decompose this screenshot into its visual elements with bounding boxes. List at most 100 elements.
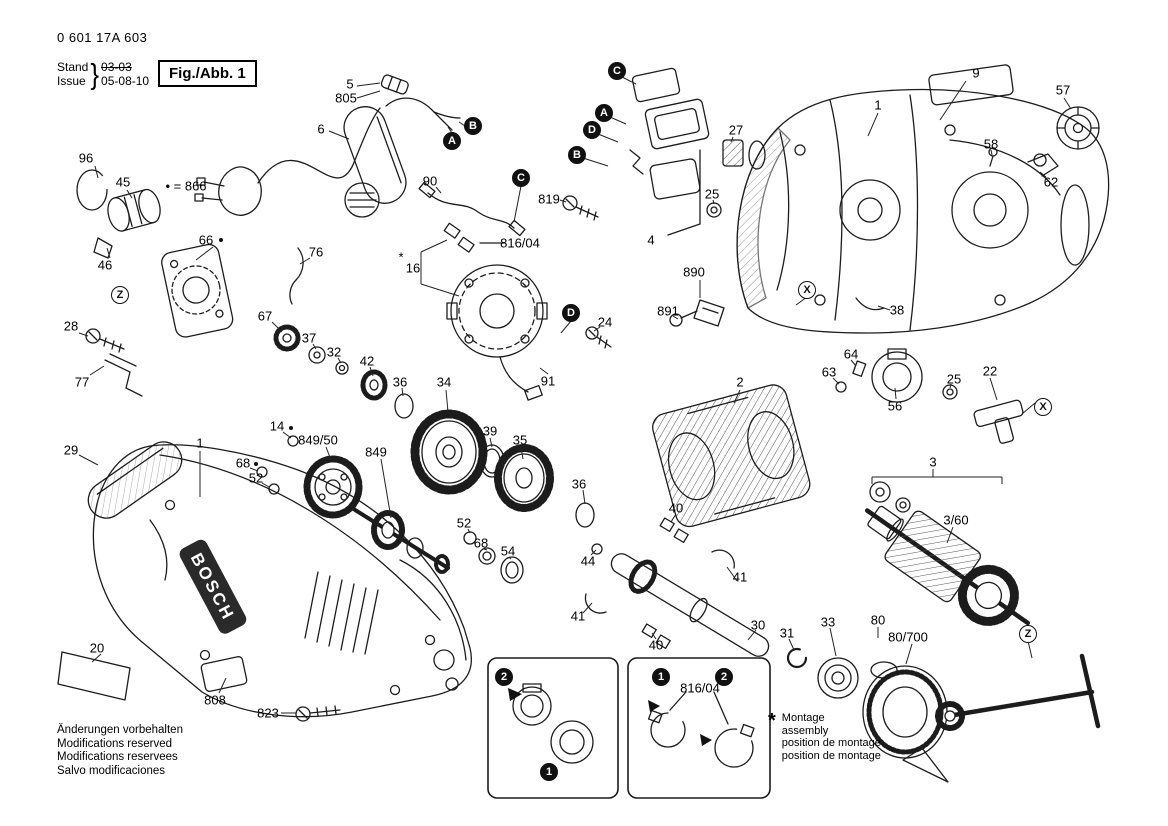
part-label-5: 5 [346, 76, 354, 92]
part-label-20: 20 [89, 640, 105, 656]
power-plug [194, 166, 262, 216]
part-label-891: 891 [657, 303, 679, 319]
callout-c: C [608, 62, 626, 80]
part-label-823: 823 [257, 705, 279, 721]
connecting-wire [418, 181, 526, 237]
part-label-64: 64 [843, 346, 859, 362]
callout-2: 2 [715, 668, 733, 686]
part-label-1: 1 [874, 97, 882, 113]
part-label-63: 63 [821, 364, 837, 380]
callout-c: C [512, 169, 530, 187]
part-label-2: 2 [736, 374, 744, 390]
revision-line-de: Änderungen vorbehalten [57, 724, 183, 736]
revision-line-es: Salvo modificaciones [57, 764, 166, 777]
chuck-key [935, 653, 1101, 731]
part-label-27: 27 [728, 122, 744, 138]
callout-d: D [583, 121, 601, 139]
part-label-68: 68 [473, 535, 489, 551]
brush-64 [852, 360, 867, 377]
part-label-41: 41 [570, 608, 586, 624]
auxiliary-handle-29 [87, 441, 183, 519]
legend-line-fr1: position de montage [781, 737, 881, 749]
legend-line-en: assembly [781, 724, 829, 737]
bracket-77 [104, 353, 143, 397]
part-label-28: 28 [63, 318, 79, 334]
part-label-38: 38 [889, 302, 905, 318]
ferrite-sleeve [380, 74, 409, 95]
part-label-3: 3 [929, 454, 937, 470]
part-label-9: 9 [972, 65, 980, 81]
part-label-22: 22 [982, 363, 998, 379]
leader-lines [78, 76, 1072, 714]
depth-wheel [1056, 106, 1100, 150]
shell-41-upper [711, 549, 735, 569]
part-label-45: 45 [115, 174, 131, 190]
screw-24 [585, 326, 612, 349]
part-label-819: 819 [538, 191, 560, 207]
label-808 [200, 656, 248, 692]
callout-a: A [443, 132, 461, 150]
part-label-80-700: 80/700 [888, 629, 928, 645]
part-label-29: 29 [63, 442, 79, 458]
bearing-shield [446, 264, 548, 401]
gear-34 [410, 409, 488, 495]
part-label-16: 16 [405, 260, 421, 276]
clip-62 [1027, 153, 1059, 177]
part-label-: * [398, 249, 404, 265]
part-label-76: 76 [308, 244, 324, 260]
part-label-40: 40 [648, 637, 664, 653]
figure-label: Fig./Abb. 1 [158, 60, 257, 87]
part-label-805: 805 [335, 90, 357, 106]
callout-1: 1 [652, 668, 670, 686]
part-label-96: 96 [78, 150, 94, 166]
connector-clips [443, 222, 506, 253]
part-label-80: 80 [870, 612, 886, 628]
revision-line-en: Modifications reserved [57, 737, 173, 750]
part-label-32: 32 [326, 344, 342, 360]
part-label-41: 41 [732, 569, 748, 585]
superseded-date: 03-03 [101, 60, 132, 74]
part-label-52: 52 [456, 515, 472, 531]
part-label-42: 42 [359, 353, 375, 369]
part-label-39: 39 [482, 423, 498, 439]
ball-bearing-33 [817, 657, 859, 699]
part-label-3-60: 3/60 [943, 512, 969, 528]
clip-40-lower [641, 623, 671, 650]
spring-cup-67 [273, 324, 301, 352]
callout-a: A [595, 104, 613, 122]
part-label-25: 25 [946, 371, 962, 387]
revision-notice: Änderungen vorbehalten Modifications res… [57, 724, 183, 778]
washers-52-68-54 [463, 531, 524, 584]
brush-holder-ring [871, 348, 923, 403]
legend-line-de: Montage [781, 712, 825, 724]
gear-35 [494, 444, 554, 512]
part-label-37: 37 [301, 330, 317, 346]
pinion-42 [360, 369, 388, 401]
screw-58 [988, 147, 998, 167]
part-label-46: 46 [97, 257, 113, 273]
ring-96 [76, 169, 108, 211]
callout-1: 1 [540, 763, 558, 781]
part-label-890: 890 [683, 264, 705, 280]
callout-x: X [798, 281, 816, 299]
part-label-57: 57 [1055, 82, 1071, 98]
o-ring-36a [394, 393, 414, 419]
document-number: 0 601 17A 603 [57, 30, 148, 45]
snap-ring-31 [786, 647, 808, 669]
stand-label: Stand [57, 60, 89, 74]
issue-date-block: Stand Issue } 03-03 05-08-10 [57, 60, 150, 89]
part-label-52: 52 [248, 470, 264, 486]
bracket-46 [93, 237, 113, 259]
part-label-91: 91 [540, 373, 556, 389]
part-label-816-04: 816/04 [500, 235, 540, 251]
ball-44 [591, 543, 603, 555]
part-label-24: 24 [597, 314, 613, 330]
switch-handle [343, 106, 407, 218]
part-label-1: 1 [196, 435, 204, 451]
issue-date: 05-08-10 [101, 74, 150, 88]
part-label-90: 90 [422, 173, 438, 189]
ring-25b [942, 384, 958, 400]
callout-b: B [568, 146, 586, 164]
